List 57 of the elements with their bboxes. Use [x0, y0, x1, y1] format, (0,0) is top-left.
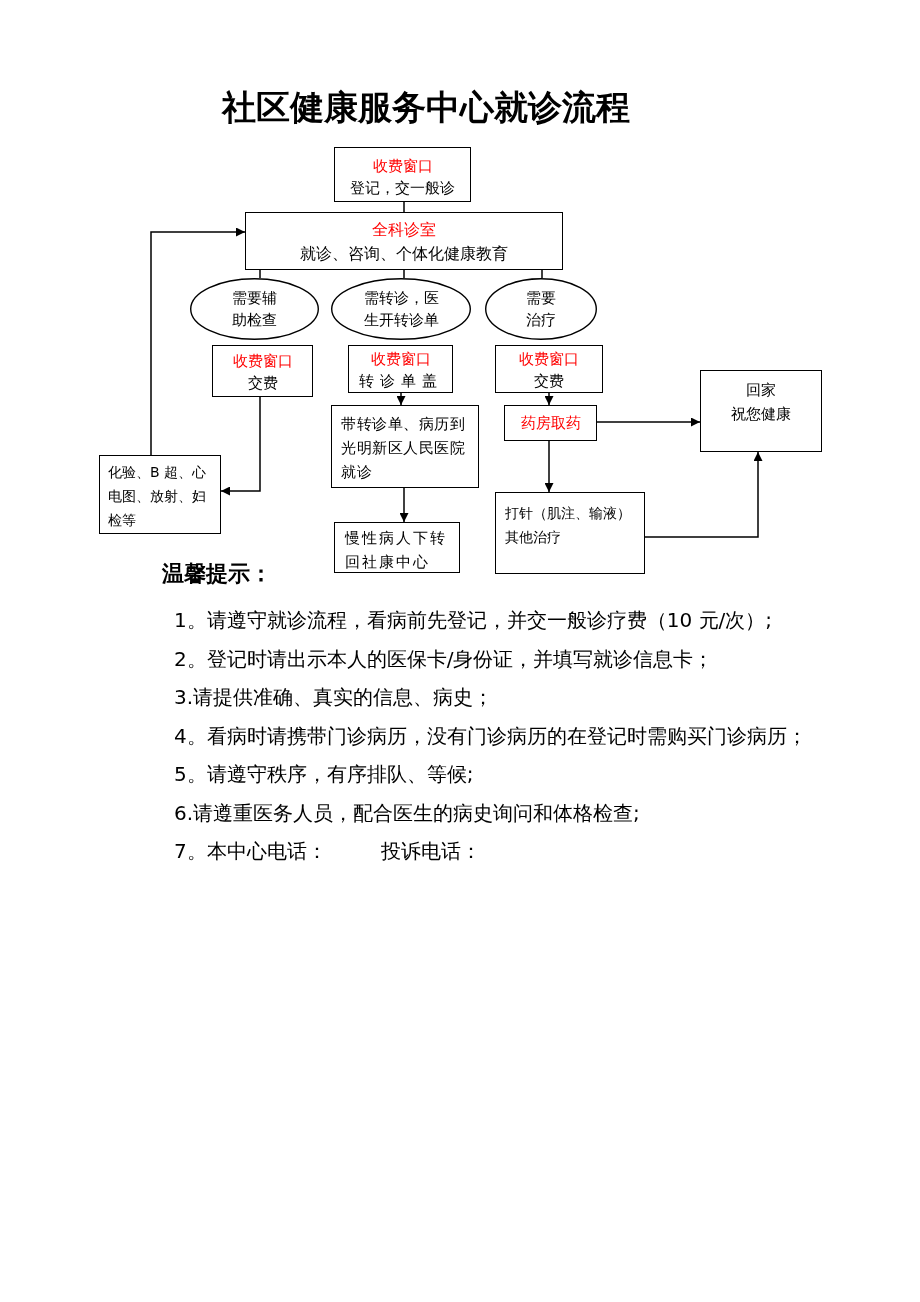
arrow: [544, 392, 554, 406]
connector-line: [259, 269, 261, 279]
step-text: 转诊单盖: [358, 371, 443, 392]
arrow: [220, 396, 261, 496]
process-box: [212, 345, 313, 397]
phone-label: 投诉电话：: [381, 838, 481, 864]
phone-label: 7。本中心电话：: [174, 838, 327, 864]
condition-text: 需要治疗: [525, 288, 557, 331]
step-text: 就诊、咨询、个体化健康教育: [300, 243, 508, 265]
condition-ellipse: [485, 278, 597, 340]
condition-ellipse: [331, 278, 471, 340]
process-box: [495, 492, 645, 574]
arrow: [396, 392, 406, 406]
step-text: 带转诊单、病历到光明新区人民医院就诊: [341, 414, 466, 483]
page-title: 社区健康服务中心就诊流程: [222, 86, 630, 128]
heading: 收费窗口: [370, 349, 431, 370]
connector-line: [403, 269, 405, 279]
process-box: [504, 405, 597, 441]
process-box: [348, 345, 453, 393]
arrow: [544, 440, 554, 493]
step-text: 打针（肌注、输液）: [505, 504, 631, 523]
heading: 药房取药: [520, 413, 581, 434]
step-text: 交费: [247, 373, 278, 394]
heading: 收费窗口: [372, 156, 433, 177]
step-text: 祝您健康: [731, 404, 791, 425]
arrow: [150, 227, 246, 456]
condition-text: 需转诊，医生开转诊单: [362, 288, 440, 331]
connector-line: [403, 201, 405, 213]
step-text: 登记，交一般诊: [350, 178, 455, 199]
condition-text: 需要辅助检查: [231, 288, 278, 331]
process-box: [334, 522, 460, 573]
process-box: [331, 405, 479, 488]
step-text: 慢性病人下转回社康中心: [345, 528, 448, 573]
tip-text: 1。请遵守就诊流程，看病前先登记，并交一般诊疗费（10 元/次）;: [174, 607, 772, 633]
process-box: [495, 345, 603, 393]
heading: 收费窗口: [232, 351, 293, 372]
step-text: 其他治疗: [505, 528, 561, 547]
section-heading: 温馨提示：: [162, 559, 272, 588]
tip-text: 5。请遵守秩序，有序排队、等候;: [174, 761, 474, 787]
heading: 全科诊室: [372, 219, 436, 241]
arrow: [399, 487, 409, 523]
step-text: 回家: [746, 380, 776, 401]
arrow: [644, 451, 763, 538]
tip-text: 4。看病时请携带门诊病历，没有门诊病历的在登记时需购买门诊病历；: [174, 723, 807, 749]
arrow: [596, 417, 701, 427]
condition-ellipse: [190, 278, 319, 340]
tip-text: 2。登记时请出示本人的医保卡/身份证，并填写就诊信息卡；: [174, 646, 714, 672]
process-box: [700, 370, 822, 452]
process-box: [245, 212, 563, 270]
tip-text: 3.请提供准确、真实的信息、病史；: [174, 684, 494, 710]
tip-text: 6.请遵重医务人员，配合医生的病史询问和体格检查;: [174, 800, 640, 826]
step-text: 化验、B 超、心电图、放射、妇检等: [108, 463, 208, 530]
heading: 收费窗口: [519, 349, 579, 370]
process-box: [99, 455, 221, 534]
process-box: [334, 147, 471, 202]
connector-line: [541, 269, 543, 279]
step-text: 交费: [534, 371, 564, 392]
